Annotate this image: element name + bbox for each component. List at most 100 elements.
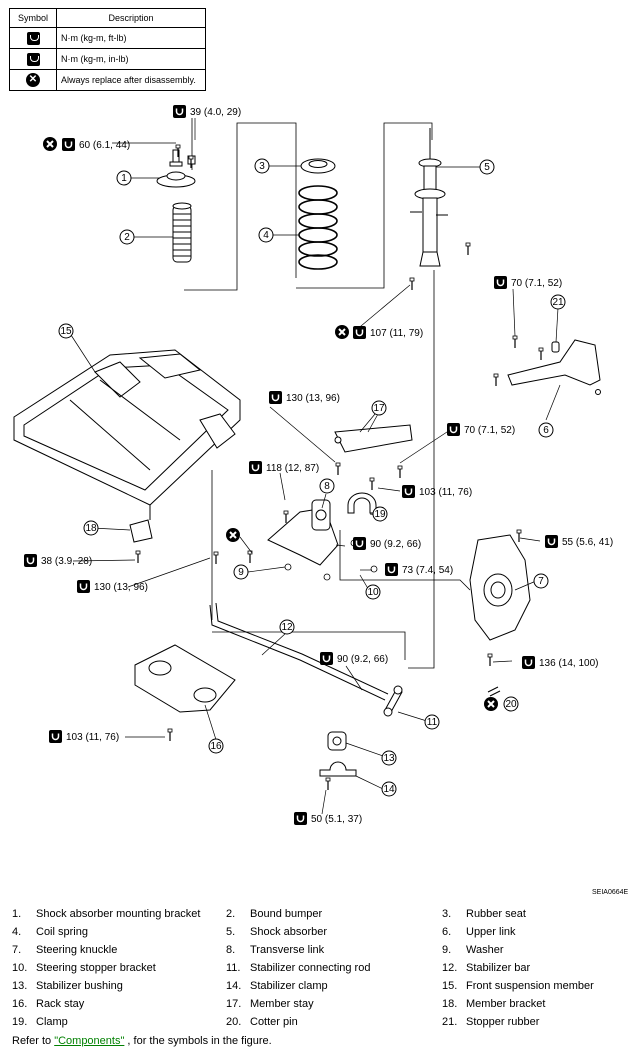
callout-number: 1	[121, 173, 127, 184]
stabilizer-bushing	[327, 731, 347, 751]
legend-item: 7.Steering knuckle	[12, 944, 117, 956]
legend-part-name: Transverse link	[250, 944, 325, 956]
torque-90-stabilizer: 90 (9.2, 66)	[337, 654, 388, 665]
callout-circle	[381, 781, 397, 797]
refer-suffix: , for the symbols in the figure.	[124, 1035, 272, 1047]
legend-item: 9.Washer	[442, 944, 504, 956]
refer-prefix: Refer to	[12, 1035, 55, 1047]
callout-circle	[58, 323, 74, 339]
legend-part-name: Member stay	[250, 998, 314, 1010]
legend-number: 13.	[12, 980, 28, 992]
callout-number: 21	[552, 297, 564, 308]
callout-number: 11	[427, 717, 438, 728]
upper-link	[507, 339, 601, 395]
torque-130-rack: 130 (13, 96)	[94, 582, 148, 593]
callout-circle	[319, 478, 335, 494]
legend-part-name: Washer	[466, 944, 504, 956]
legend-part-name: Upper link	[466, 926, 516, 938]
torque-wrench-inlb-icon	[26, 52, 40, 66]
legend-part-name: Stabilizer clamp	[250, 980, 328, 992]
components-link[interactable]: "Components"	[54, 1035, 125, 1047]
legend-item: 11. Stabilizer connecting rod	[226, 962, 370, 974]
legend-number: 2.	[226, 908, 236, 920]
callout-number: 7	[538, 576, 544, 587]
legend-number: 21.	[442, 1016, 458, 1028]
callout-number: 4	[263, 230, 269, 241]
torque-60: 60 (6.1, 44)	[79, 140, 130, 151]
legend-item: 16.Rack stay	[12, 998, 84, 1010]
legend-number: 1.	[12, 908, 22, 920]
legend-number: 3.	[442, 908, 452, 920]
callout-circle	[83, 520, 99, 536]
callout-circle	[372, 506, 388, 522]
legend-number: 20.	[226, 1016, 242, 1028]
shock-absorber	[410, 128, 448, 267]
legend-number: 5.	[226, 926, 236, 938]
torque-55: 55 (5.6, 41)	[562, 537, 613, 548]
legend-part-name: Cotter pin	[250, 1016, 298, 1028]
legend-number: 15.	[442, 980, 458, 992]
legend-part-name: Stabilizer bushing	[36, 980, 123, 992]
legend-number: 14.	[226, 980, 242, 992]
legend-item: 19.Clamp	[12, 1016, 68, 1028]
callout-circle	[538, 422, 554, 438]
torque-73: 73 (7.4, 54)	[402, 565, 453, 576]
callout-circle	[119, 229, 135, 245]
callout-circle	[208, 738, 224, 754]
callout-number: 14	[383, 784, 395, 795]
stopper-rubber	[551, 341, 560, 353]
stabilizer-bar	[209, 602, 389, 701]
legend-number: 12.	[442, 962, 458, 974]
refer-note: Refer to "Components" , for the symbols …	[12, 1035, 272, 1047]
callout-circle	[550, 294, 566, 310]
bound-bumper	[172, 202, 192, 263]
callout-number: 15	[60, 326, 72, 337]
torque-38: 38 (3.9, 28)	[41, 556, 92, 567]
legend-number: 18.	[442, 998, 458, 1010]
steering-knuckle	[469, 534, 531, 641]
figure-code: SEIA0664E	[592, 889, 629, 896]
rack-stay	[134, 644, 236, 713]
callout-circle	[254, 158, 270, 174]
callout-number: 17	[373, 403, 385, 414]
legend-item: 15. Front suspension member	[442, 980, 594, 992]
legend-item: 17.Member stay	[226, 998, 314, 1010]
callout-circle	[116, 170, 132, 186]
callout-circle	[381, 750, 397, 766]
legend-part-name: Front suspension member	[466, 980, 594, 992]
torque-labels: 39 (4.0, 29) 60 (6.1, 44) 107 (11, 79) 7…	[23, 104, 613, 826]
legend-part-name: Member bracket	[466, 998, 546, 1010]
always-replace-icon: ✕	[26, 73, 40, 87]
rubber-seat	[300, 158, 336, 174]
transverse-link	[267, 499, 339, 566]
torque-103-clamp: 103 (11, 76)	[419, 487, 472, 498]
callout-number: 19	[374, 509, 386, 520]
callout-number: 12	[281, 622, 293, 633]
member-bracket	[129, 519, 153, 543]
callout-number: 2	[124, 232, 130, 243]
legend-item: 21.Stopper rubber	[442, 1016, 539, 1028]
callout-number: 3	[259, 161, 265, 172]
callout-circle	[279, 619, 295, 635]
legend-number: 11.	[226, 962, 241, 974]
torque-90-transverse: 90 (9.2, 66)	[370, 539, 421, 550]
legend-item: 14. Stabilizer clamp	[226, 980, 328, 992]
member-stay	[334, 424, 413, 453]
callout-number: 6	[543, 425, 549, 436]
shock-absorber-mounting-bracket	[156, 149, 196, 188]
legend-item: 5.Shock absorber	[226, 926, 327, 938]
legend-item: 4.Coil spring	[12, 926, 88, 938]
legend-number: 19.	[12, 1016, 28, 1028]
legend-part-name: Stabilizer bar	[466, 962, 531, 974]
legend-item: 6.Upper link	[442, 926, 516, 938]
symbol-description: Always replace after disassembly.	[56, 69, 206, 91]
callout-number: 5	[484, 162, 490, 173]
legend-part-name: Shock absorber mounting bracket	[36, 908, 201, 920]
legend-item: 18. Member bracket	[442, 998, 545, 1010]
legend-part-name: Stabilizer connecting rod	[250, 962, 371, 974]
callout-number: 9	[238, 567, 244, 578]
clamp	[347, 492, 377, 514]
torque-70-member-stay: 70 (7.1, 52)	[464, 425, 515, 436]
torque-wrench-icon	[26, 31, 40, 45]
